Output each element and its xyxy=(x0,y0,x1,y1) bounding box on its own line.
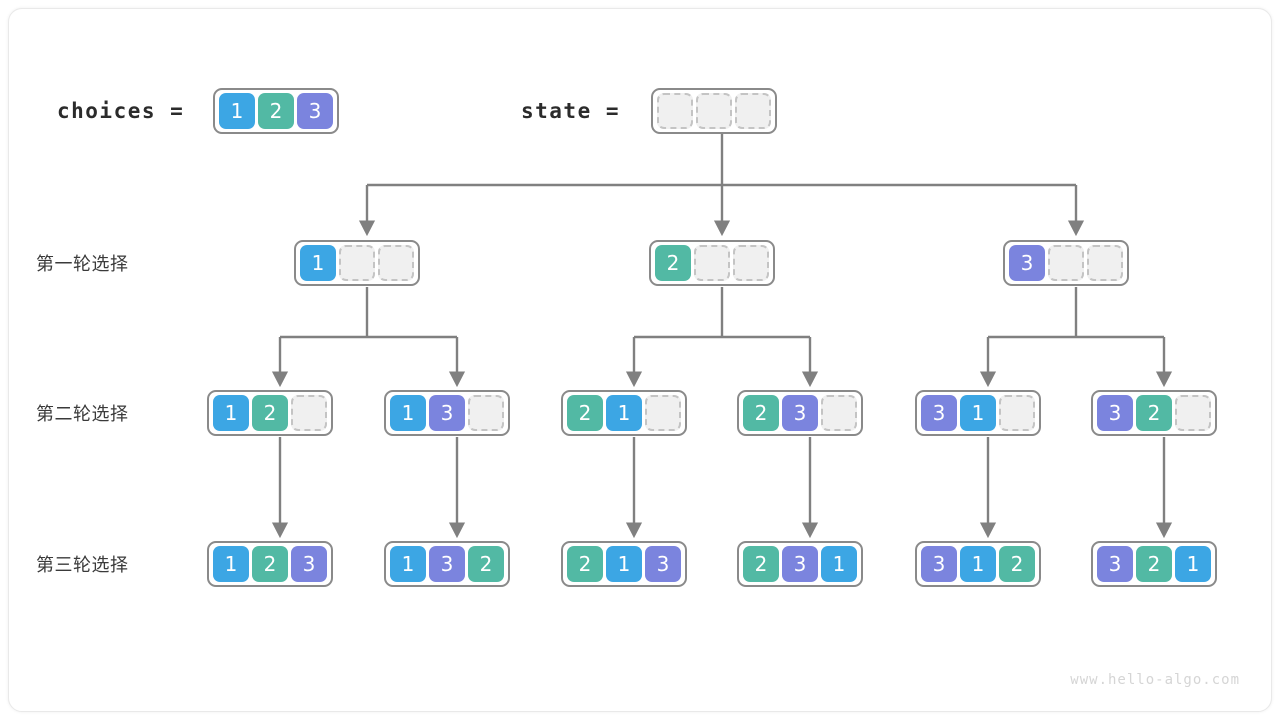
array-cell-empty xyxy=(339,245,375,281)
array-cell-filled: 2 xyxy=(252,546,288,582)
round-label-2: 第二轮选择 xyxy=(36,404,129,425)
array-cell-filled: 2 xyxy=(1136,546,1172,582)
array-cell-empty xyxy=(657,93,693,129)
array-cell-empty xyxy=(1175,395,1211,431)
round-label-1: 第一轮选择 xyxy=(36,254,129,275)
array-cell-filled: 1 xyxy=(390,546,426,582)
array-cell-empty xyxy=(291,395,327,431)
array-cell-filled: 3 xyxy=(297,93,333,129)
array-cell-filled: 1 xyxy=(606,546,642,582)
array-cell-filled: 2 xyxy=(1136,395,1172,431)
state-array xyxy=(651,88,777,134)
array-cell-filled: 1 xyxy=(606,395,642,431)
array-cell-filled: 1 xyxy=(1175,546,1211,582)
array-cell-filled: 3 xyxy=(291,546,327,582)
array-cell-filled: 2 xyxy=(258,93,294,129)
array-cell-filled: 2 xyxy=(252,395,288,431)
array-cell-filled: 1 xyxy=(821,546,857,582)
array-cell-filled: 2 xyxy=(999,546,1035,582)
array-cell-filled: 2 xyxy=(743,546,779,582)
array-cell-filled: 2 xyxy=(655,245,691,281)
node-level1-3: 3 xyxy=(1003,240,1129,286)
array-cell-empty xyxy=(696,93,732,129)
diagram-frame xyxy=(8,8,1272,712)
array-cell-filled: 3 xyxy=(1097,395,1133,431)
array-cell-empty xyxy=(694,245,730,281)
array-cell-filled: 3 xyxy=(1009,245,1045,281)
array-cell-filled: 3 xyxy=(782,546,818,582)
array-cell-empty xyxy=(821,395,857,431)
array-cell-empty xyxy=(468,395,504,431)
array-cell-empty xyxy=(378,245,414,281)
array-cell-filled: 1 xyxy=(219,93,255,129)
array-cell-filled: 1 xyxy=(300,245,336,281)
array-cell-filled: 3 xyxy=(921,546,957,582)
array-cell-filled: 3 xyxy=(921,395,957,431)
array-cell-empty xyxy=(733,245,769,281)
array-cell-filled: 3 xyxy=(1097,546,1133,582)
array-cell-filled: 1 xyxy=(213,395,249,431)
node-level1-2: 2 xyxy=(649,240,775,286)
array-cell-filled: 1 xyxy=(960,546,996,582)
array-cell-filled: 2 xyxy=(567,395,603,431)
node-level1-1: 1 xyxy=(294,240,420,286)
choices-label: choices = xyxy=(57,99,185,123)
array-cell-empty xyxy=(645,395,681,431)
array-cell-filled: 2 xyxy=(743,395,779,431)
watermark: www.hello-algo.com xyxy=(1070,672,1240,688)
array-cell-filled: 2 xyxy=(468,546,504,582)
array-cell-filled: 3 xyxy=(645,546,681,582)
array-cell-filled: 1 xyxy=(213,546,249,582)
state-label: state = xyxy=(521,99,621,123)
array-cell-filled: 1 xyxy=(960,395,996,431)
array-cell-empty xyxy=(1048,245,1084,281)
array-cell-empty xyxy=(735,93,771,129)
array-cell-filled: 1 xyxy=(390,395,426,431)
array-cell-empty xyxy=(999,395,1035,431)
array-cell-filled: 3 xyxy=(429,546,465,582)
round-label-3: 第三轮选择 xyxy=(36,555,129,576)
array-cell-filled: 2 xyxy=(567,546,603,582)
array-cell-filled: 3 xyxy=(429,395,465,431)
array-cell-filled: 3 xyxy=(782,395,818,431)
array-cell-empty xyxy=(1087,245,1123,281)
